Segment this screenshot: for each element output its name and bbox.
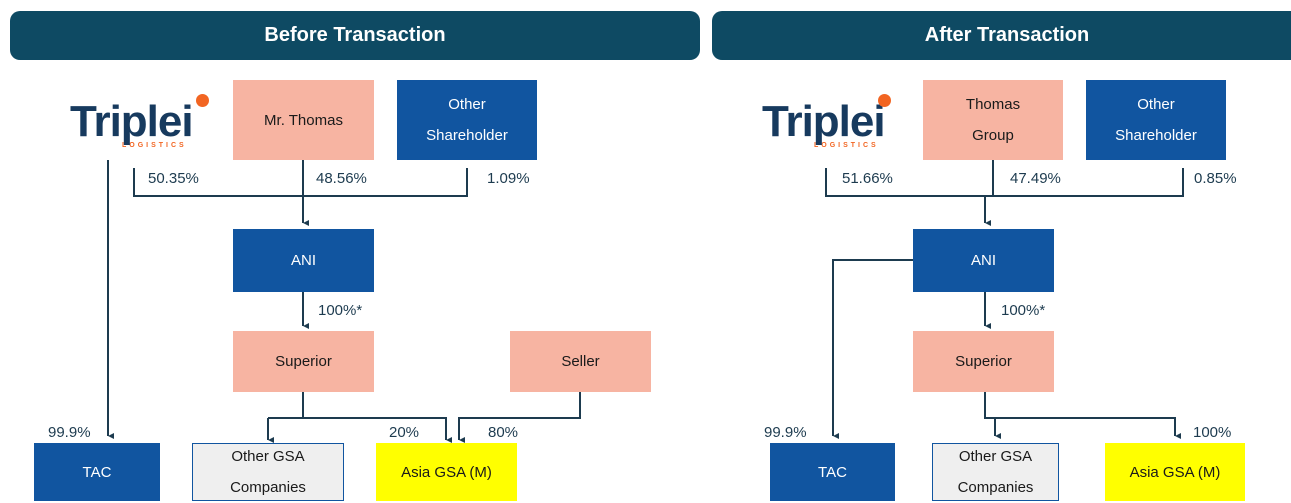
before-pct-logo: 50.35%	[148, 170, 199, 187]
before-pct-seller-asia: 80%	[488, 424, 519, 441]
before-holder-mr-thomas: Mr. Thomas	[233, 80, 374, 160]
after-triplei-logo: Triplei LOGISTICS	[762, 94, 891, 149]
after-tac-box: TAC	[770, 443, 895, 501]
after-arrow-to-asia	[984, 392, 1175, 436]
after-holder-thomas-group: Thomas Group	[923, 80, 1063, 160]
after-holder1-line1: Thomas	[965, 96, 1021, 113]
before-title: Before Transaction	[264, 24, 446, 46]
before-logo-word: Triplei	[70, 97, 194, 146]
before-ani-label: ANI	[290, 252, 316, 269]
before-holder2-line2: Shareholder	[426, 127, 508, 144]
before-tac-label: TAC	[82, 463, 112, 481]
after-pct-ani: 100%*	[1001, 302, 1046, 319]
after-ani-box: ANI	[913, 229, 1054, 292]
before-ani-box: ANI	[233, 229, 374, 292]
before-pct-holder1: 48.56%	[316, 170, 367, 187]
after-holder1-line2: Group	[972, 127, 1014, 144]
before-holder1-label: Mr. Thomas	[264, 111, 343, 129]
after-pct-asia: 100%	[1193, 424, 1232, 441]
before-superior-box: Superior	[233, 331, 374, 392]
after-logo-sub: LOGISTICS	[814, 142, 879, 149]
after-holder2-line2: Shareholder	[1115, 127, 1197, 144]
before-pct-holder2: 1.09%	[487, 170, 530, 187]
after-ani-label: ANI	[970, 252, 996, 269]
before-pct-tac: 99.9%	[48, 424, 91, 441]
after-tac-label: TAC	[818, 463, 847, 481]
before-logo-dot	[196, 94, 209, 107]
before-pct-ani: 100%*	[318, 302, 363, 319]
after-other-gsa-box: Other GSA Companies	[932, 443, 1059, 501]
after-logo-word: Triplei	[762, 97, 886, 146]
before-asia-label: Asia GSA (M)	[401, 463, 492, 481]
after-pct-holder2: 0.85%	[1194, 170, 1237, 187]
after-pct-logo: 51.66%	[842, 170, 893, 187]
before-arrow-to-asia-20	[302, 392, 446, 440]
before-gsa-line1: Other GSA	[231, 448, 305, 465]
after-asia-label: Asia GSA (M)	[1129, 463, 1221, 481]
after-asia-gsa-box: Asia GSA (M)	[1105, 443, 1245, 501]
before-holder-other: Other Shareholder	[397, 80, 537, 160]
before-seller-label: Seller	[561, 353, 600, 370]
after-logo-dot	[878, 94, 891, 107]
before-gsa-line2: Companies	[230, 479, 306, 496]
after-pct-tac: 99.9%	[764, 424, 807, 441]
after-gsa-line2: Companies	[957, 479, 1034, 496]
before-asia-gsa-box: Asia GSA (M)	[376, 443, 517, 501]
after-pct-holder1: 47.49%	[1010, 170, 1061, 187]
after-holder-other: Other Shareholder	[1086, 80, 1226, 160]
before-triplei-logo: Triplei LOGISTICS	[70, 94, 209, 149]
after-superior-box: Superior	[913, 331, 1054, 392]
before-holder2-line1: Other	[448, 96, 486, 113]
before-logo-sub: LOGISTICS	[122, 142, 187, 149]
before-arrow-to-asia-80	[458, 392, 581, 440]
before-seller-box: Seller	[510, 331, 651, 392]
after-holder2-line1: Other	[1137, 96, 1175, 113]
after-arrow-to-tac	[832, 259, 913, 436]
before-superior-label: Superior	[275, 353, 332, 370]
after-gsa-line1: Other GSA	[958, 448, 1033, 465]
before-tac-box: TAC	[34, 443, 160, 501]
after-title: After Transaction	[924, 24, 1090, 46]
before-shareholder-bracket	[133, 168, 468, 197]
before-panel-header: Before Transaction	[10, 11, 700, 60]
after-superior-label: Superior	[955, 353, 1012, 370]
after-panel-header: After Transaction	[712, 11, 1291, 60]
after-shareholder-bracket	[825, 168, 1184, 197]
before-other-gsa-box: Other GSA Companies	[192, 443, 344, 501]
before-pct-superior-asia: 20%	[389, 424, 420, 441]
